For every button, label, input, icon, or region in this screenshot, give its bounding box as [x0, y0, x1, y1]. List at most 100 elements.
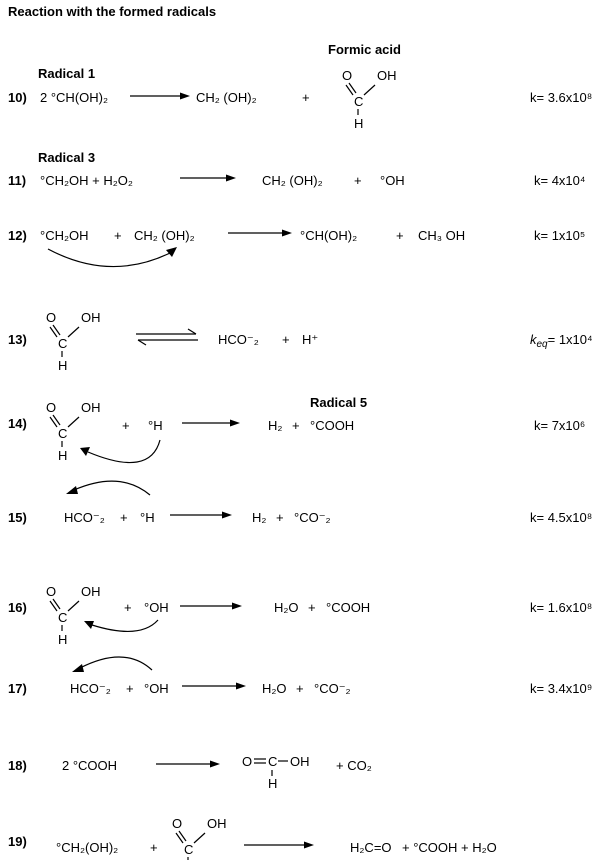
equilibrium-arrow [136, 328, 198, 346]
reactant: HCO⁻₂ [64, 510, 105, 525]
reaction-arrow [156, 760, 220, 768]
reactant: 2 °COOH [62, 758, 117, 773]
rate-constant: k= 7x10⁶ [534, 418, 585, 433]
reaction-16: 16) + °OH H₂O + °COOH k= 1.6x10⁸ [8, 583, 592, 648]
formic-acid-horizontal: O C OH H [242, 754, 310, 791]
reaction-arrow [182, 419, 240, 427]
plus-sign: + [276, 510, 284, 525]
curved-arrow [47, 247, 177, 268]
product: °CO⁻₂ [314, 681, 351, 696]
reaction-arrow [180, 602, 242, 610]
rate-constant: k= 1.6x10⁸ [530, 600, 592, 615]
formic-acid-structure [171, 815, 228, 860]
reaction-arrow [170, 511, 232, 519]
formic-acid-structure [45, 309, 102, 374]
reaction-11: 11) °CH₂OH + H₂O₂ CH₂ (OH)₂ + °OH k= 4x1… [8, 173, 585, 188]
reactant: CH₂ (OH)₂ [134, 228, 195, 243]
reaction-number: 11) [8, 173, 26, 188]
reaction-number: 15) [8, 510, 27, 525]
reaction-arrow [182, 682, 246, 690]
rate-constant: k= 4x10⁴ [534, 173, 585, 188]
label-radical-5: Radical 5 [310, 395, 367, 410]
curved-arrow [80, 439, 161, 464]
reactant: °H [148, 418, 163, 433]
equilibrium-constant: keq= 1x10⁴ [530, 332, 593, 350]
reaction-18: 18) 2 °COOH O C OH H + CO₂ [8, 754, 372, 791]
plus-sign: + [308, 600, 316, 615]
reaction-number: 18) [8, 758, 27, 773]
product: + °COOH + H₂O [402, 840, 497, 855]
product: H₂C=O [350, 840, 392, 855]
reactant: °OH [144, 681, 169, 696]
plus-sign: + [120, 510, 128, 525]
plus-sign: + [354, 173, 362, 188]
reaction-14: 14) + °H H₂ + °COOH k= 7x10⁶ [8, 399, 585, 464]
plus-sign: + [122, 418, 130, 433]
reaction-number: 12) [8, 228, 27, 243]
reaction-number: 16) [8, 600, 27, 615]
plus-sign: + [396, 228, 404, 243]
product: CH₃ OH [418, 228, 465, 243]
formic-acid-structure [341, 67, 398, 132]
plus-sign: + [282, 332, 290, 347]
plus-sign: + [124, 600, 132, 615]
plus-sign: + [150, 840, 158, 855]
reaction-number: 13) [8, 332, 27, 347]
reaction-12: 12) °CH₂OH + CH₂ (OH)₂ °CH(OH)₂ + CH₃ OH… [8, 228, 585, 268]
product: H⁺ [302, 332, 318, 347]
reaction-17: 17) HCO⁻₂ + °OH H₂O + °CO⁻₂ k= 3.4x10⁹ [8, 656, 592, 696]
formic-atom-o: O [242, 754, 252, 769]
reactant: 2 °CH(OH)₂ [40, 90, 108, 105]
rate-constant: k= 1x10⁵ [534, 228, 585, 243]
reaction-number: 14) [8, 416, 27, 431]
reactant: °H [140, 510, 155, 525]
formic-atom-c: C [268, 754, 277, 769]
reaction-10: 10) 2 °CH(OH)₂ CH₂ (OH)₂ + k= 3.6x10⁸ [8, 67, 592, 132]
rate-constant: k= 4.5x10⁸ [530, 510, 592, 525]
reactant: HCO⁻₂ [70, 681, 111, 696]
reactant: °OH [144, 600, 169, 615]
reaction-arrow [228, 229, 292, 237]
reaction-19: 19) °CH₂(OH)₂ + H₂C=O + °COOH + H₂O [8, 815, 497, 860]
reactant: °CH₂(OH)₂ [56, 840, 118, 855]
reactant: °CH₂OH + H₂O₂ [40, 173, 133, 188]
curved-arrow [72, 656, 153, 672]
reaction-arrow [180, 174, 236, 182]
product: °CH(OH)₂ [300, 228, 357, 243]
rate-constant: k= 3.4x10⁹ [530, 681, 592, 696]
plus-sign: + [302, 90, 310, 105]
product: CH₂ (OH)₂ [196, 90, 257, 105]
product: °CO⁻₂ [294, 510, 331, 525]
curved-arrow [84, 619, 159, 633]
reaction-arrow [130, 92, 190, 100]
product: CH₂ (OH)₂ [262, 173, 323, 188]
reactant: °CH₂OH [40, 228, 89, 243]
label-radical-1: Radical 1 [38, 66, 95, 81]
plus-sign: + [292, 418, 300, 433]
plus-sign: + [296, 681, 304, 696]
label-formic-acid: Formic acid [328, 42, 401, 57]
product: H₂ [268, 418, 282, 433]
product: + CO₂ [336, 758, 372, 773]
formic-atom-oh: OH [290, 754, 310, 769]
reaction-number: 17) [8, 681, 27, 696]
product: H₂ [252, 510, 266, 525]
product: H₂O [274, 600, 299, 615]
product: HCO⁻₂ [218, 332, 259, 347]
rate-constant: k= 3.6x10⁸ [530, 90, 592, 105]
curved-arrow [66, 480, 151, 496]
page-title: Reaction with the formed radicals [8, 4, 216, 19]
reaction-number: 19) [8, 834, 27, 849]
product: °COOH [326, 600, 370, 615]
reaction-arrow [244, 841, 314, 849]
formic-acid-structure [45, 583, 102, 648]
reaction-15: 15) HCO⁻₂ + °H H₂ + °CO⁻₂ k= 4.5x10⁸ [8, 480, 592, 525]
plus-sign: + [114, 228, 122, 243]
label-radical-3: Radical 3 [38, 150, 95, 165]
formic-atom-h: H [268, 776, 277, 791]
product: °COOH [310, 418, 354, 433]
product: H₂O [262, 681, 287, 696]
product: °OH [380, 173, 405, 188]
plus-sign: + [126, 681, 134, 696]
